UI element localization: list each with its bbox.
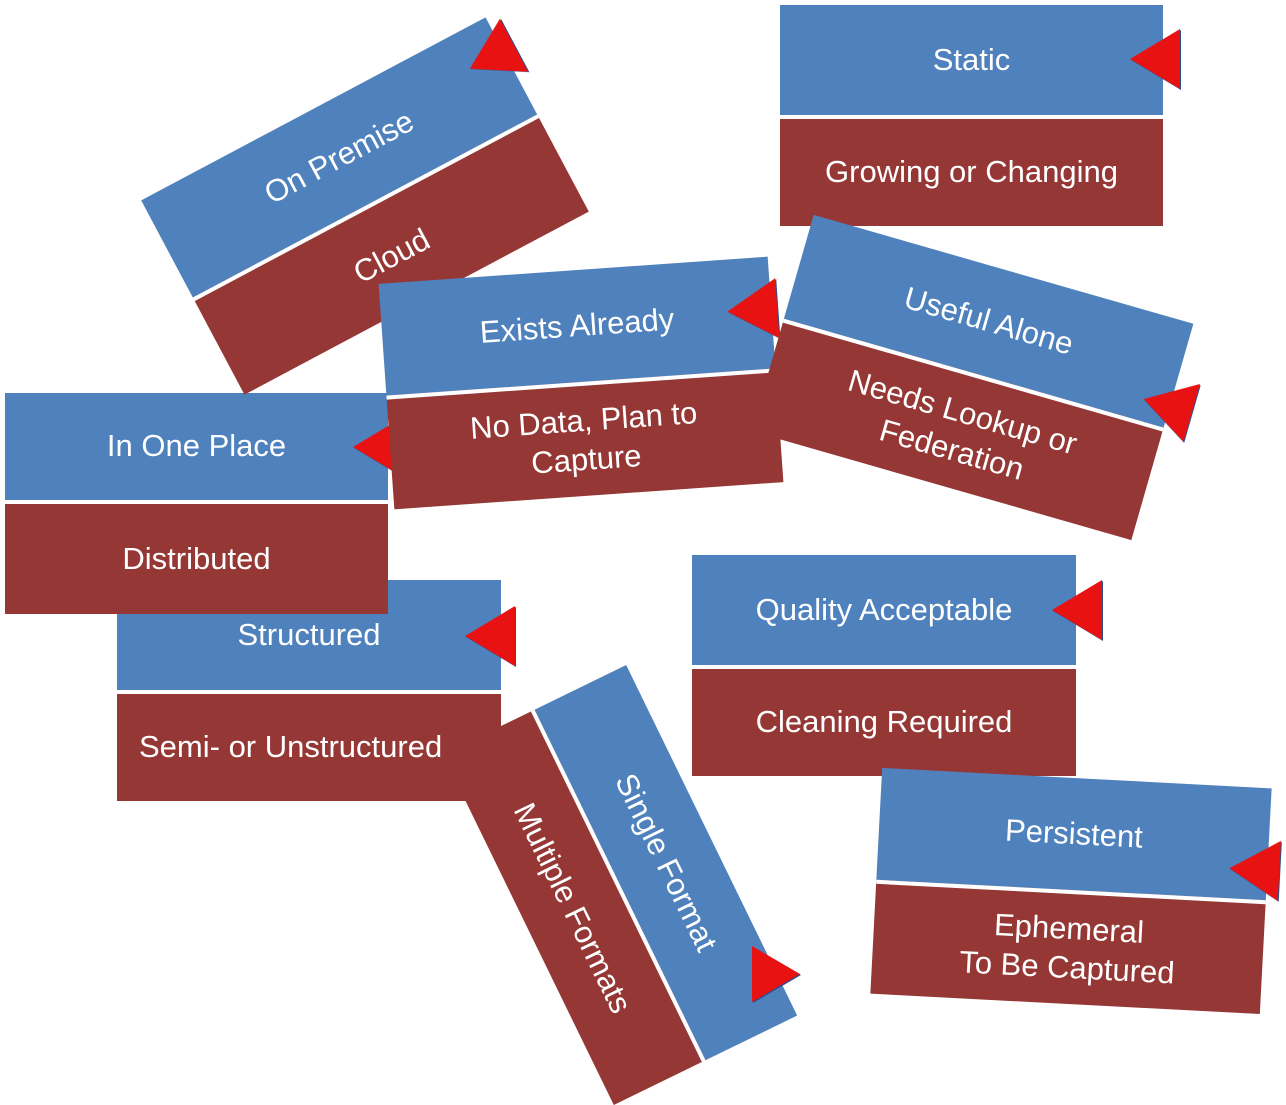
option-semi-unstructured[interactable]: Semi- or Unstructured (117, 690, 501, 801)
option-growing-or-changing-label: Growing or Changing (825, 154, 1118, 190)
option-in-one-place[interactable]: In One Place (5, 393, 388, 500)
red-triangle-marker-icon (465, 606, 515, 666)
card-placement: In One Place Distributed (5, 393, 403, 614)
red-triangle-marker-icon (1130, 29, 1180, 89)
red-triangle-marker-icon (1227, 838, 1281, 901)
option-semi-unstructured-label: Semi- or Unstructured (139, 729, 443, 765)
option-quality-acceptable-label: Quality Acceptable (755, 591, 1013, 627)
red-triangle-marker-icon (1052, 580, 1102, 640)
option-structured-label: Structured (237, 617, 381, 652)
option-cleaning-required-label: Cleaning Required (755, 704, 1013, 740)
red-triangle-marker-icon (725, 278, 780, 342)
card-persistence: Persistent Ephemeral To Be Captured (870, 767, 1281, 1015)
option-persistent-label: Persistent (1004, 812, 1144, 855)
option-ephemeral-to-be-captured[interactable]: Ephemeral To Be Captured (870, 879, 1266, 1015)
option-ephemeral-to-be-captured-label: Ephemeral To Be Captured (958, 907, 1176, 991)
option-useful-alone-label: Useful Alone (900, 279, 1078, 362)
card-existence: Exists Already No Data, Plan to Capture (378, 256, 784, 510)
card-change: Static Growing or Changing (780, 5, 1180, 226)
option-quality-acceptable[interactable]: Quality Acceptable (692, 555, 1076, 665)
option-no-data-plan-to-capture-label: No Data, Plan to Capture (468, 395, 699, 481)
option-cleaning-required[interactable]: Cleaning Required (692, 665, 1076, 776)
option-growing-or-changing[interactable]: Growing or Changing (780, 115, 1163, 226)
option-static-label: Static (932, 41, 1011, 77)
option-static[interactable]: Static (780, 5, 1163, 115)
option-in-one-place-label: In One Place (106, 428, 287, 464)
red-triangle-marker-icon (752, 946, 800, 1002)
option-exists-already-label: Exists Already (478, 301, 676, 350)
card-usefulness: Useful Alone Needs Lookup or Federation (751, 214, 1201, 541)
card-quality: Quality Acceptable Cleaning Required (692, 555, 1107, 776)
option-distributed-label: Distributed (122, 540, 271, 576)
option-persistent[interactable]: Persistent (876, 767, 1272, 901)
option-distributed[interactable]: Distributed (5, 500, 388, 614)
